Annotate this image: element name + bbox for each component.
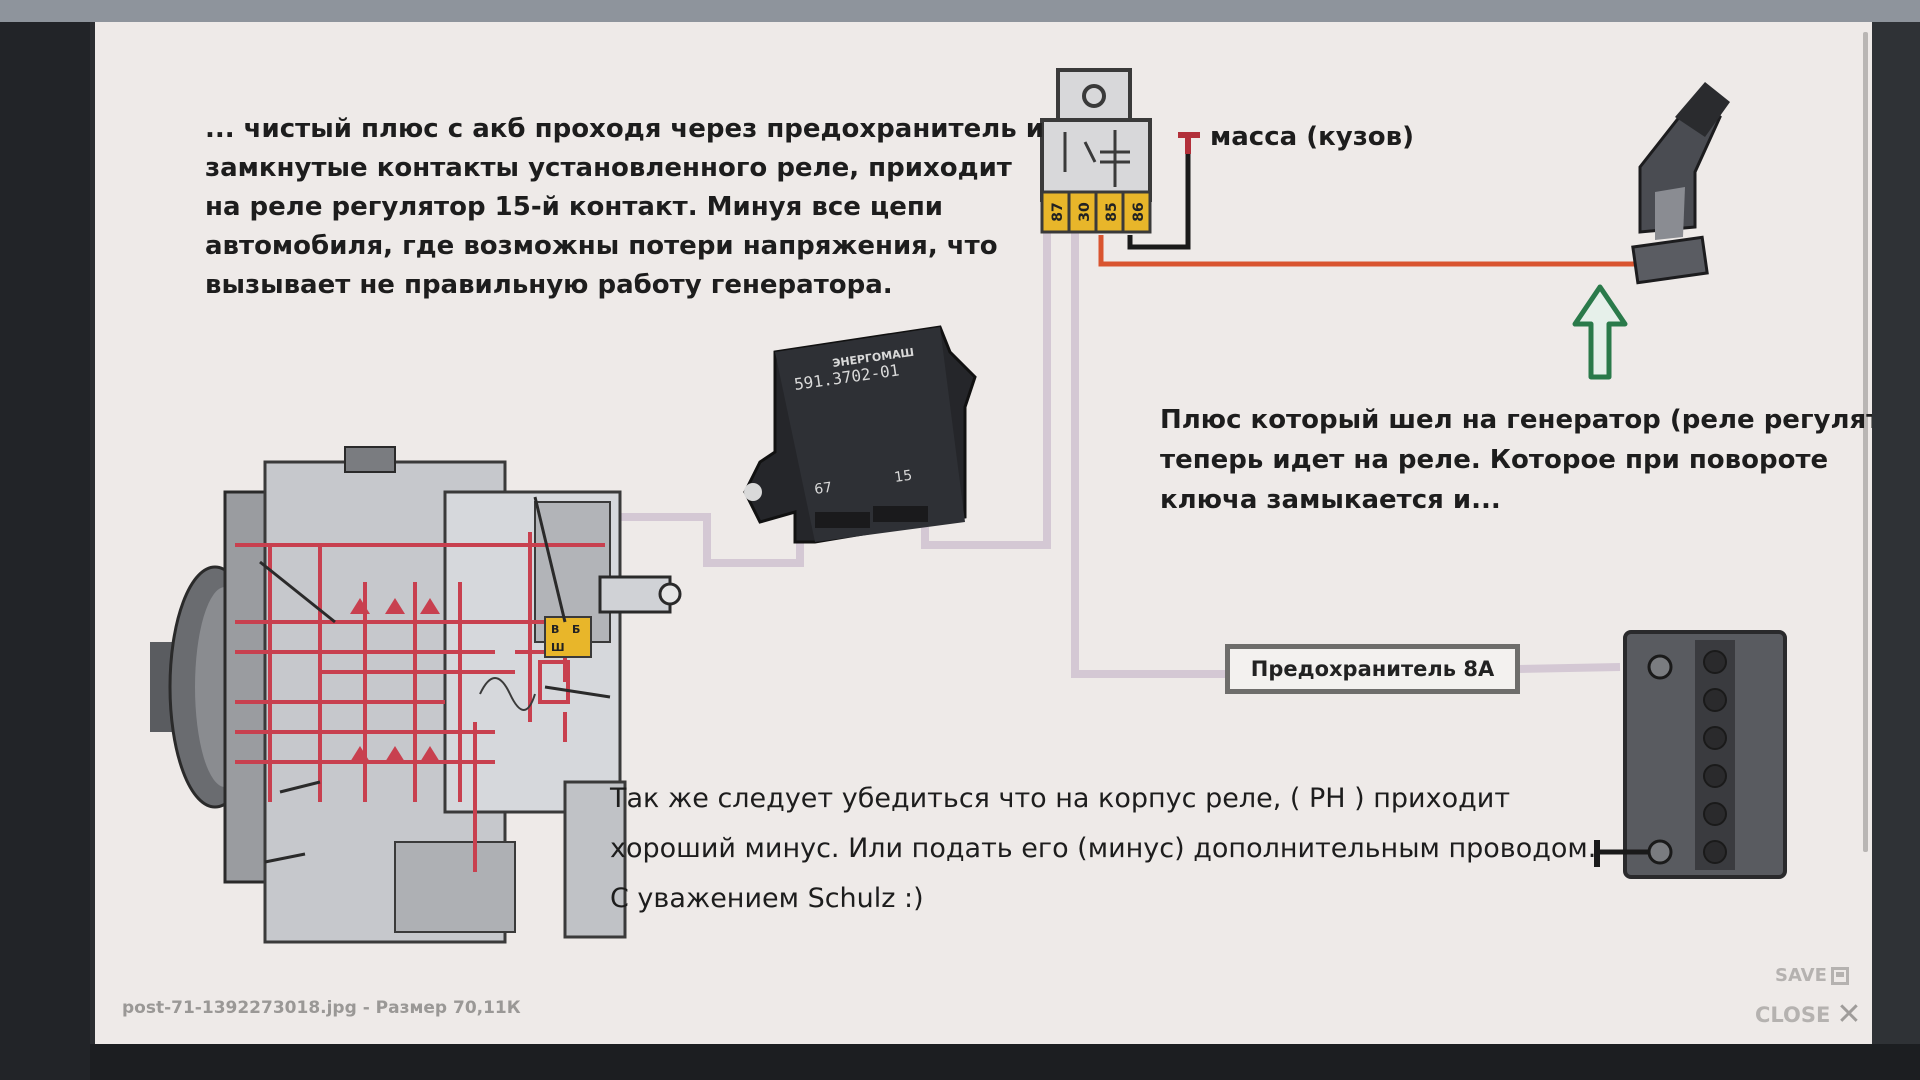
fuse-label: Предохранитель 8А: [1250, 657, 1495, 681]
voltage-regulator: ЭНЕРГОМАШ 591.3702-01 67 15: [743, 325, 977, 544]
monitor-bezel-bottom: [90, 1044, 1920, 1080]
ground-terminal-stem: [1185, 132, 1191, 154]
ignition-wire: [1098, 235, 1635, 267]
closing-paragraph: Так же следует убедиться что на корпус р…: [610, 774, 1596, 924]
wire-regulator-to-relay-87: [921, 232, 1051, 549]
relay-pin-30: 30: [1077, 202, 1093, 222]
monitor-bezel-top: [0, 0, 1920, 22]
close-button[interactable]: CLOSE ✕: [1755, 1000, 1862, 1030]
monitor-bezel-right: [1872, 22, 1920, 1080]
plus-note-line: теперь идет на реле. Которое при поворот…: [1160, 445, 1829, 475]
wire-fuse-to-battery: [1517, 663, 1621, 673]
relay: 87 30 85 86: [1040, 68, 1152, 234]
closing-line: хороший минус. Или подать его (минус) до…: [610, 833, 1597, 864]
relay-pin-85: 85: [1104, 202, 1120, 221]
closing-line: Так же следует убедиться что на корпус р…: [610, 783, 1511, 814]
alternator-terminal-block: В Б Ш: [544, 616, 592, 658]
viewer-scrollbar[interactable]: [1863, 32, 1868, 852]
intro-line: ... чистый плюс с акб проходя через пред…: [205, 114, 1044, 144]
wire-relay-30-to-fuse: [1071, 232, 1227, 678]
relay-pin-86: 86: [1131, 202, 1147, 221]
intro-paragraph: ... чистый плюс с акб проходя через пред…: [205, 110, 1044, 305]
file-caption: post-71-1392273018.jpg - Размер 70,11К: [122, 998, 521, 1018]
terminal-label-b: В: [551, 623, 559, 636]
ground-wire: [1127, 145, 1191, 250]
terminal-label-sh: Ш: [551, 641, 565, 654]
wire-regulator-to-alternator: [612, 513, 804, 567]
save-label: SAVE: [1775, 965, 1827, 986]
wiring-diagram: 87 30 85 86 ЭНЕРГОМАШ 591.3702-01 67 15: [150, 68, 1787, 944]
battery-icon: [1594, 630, 1787, 879]
fuse-box: Предохранитель 8А: [1225, 644, 1520, 694]
plus-note-line: Плюс который шел на генератор (реле регу…: [1160, 405, 1872, 435]
alternator: В Б Ш: [150, 446, 682, 944]
intro-line: замкнутые контакты установленного реле, …: [205, 153, 1012, 183]
relay-pin-87: 87: [1050, 202, 1066, 221]
closing-line: С уважением Schulz :): [610, 883, 924, 914]
green-arrow-icon: [1572, 284, 1628, 380]
diode-icons: [350, 598, 440, 762]
intro-line: автомобиля, где возможны потери напряжен…: [205, 231, 998, 261]
plus-note-line: ключа замыкается и...: [1160, 485, 1501, 515]
monitor-bezel-left: [0, 22, 90, 1080]
regulator-pin-67: 67: [813, 480, 833, 498]
terminal-label-plus: Б: [572, 623, 580, 636]
intro-line: вызывает не правильную работу генератора…: [205, 270, 893, 300]
close-icon: ✕: [1836, 997, 1862, 1032]
save-icon: [1830, 966, 1849, 985]
ignition-switch-icon: [1631, 82, 1730, 285]
image-viewer: 87 30 85 86 ЭНЕРГОМАШ 591.3702-01 67 15: [95, 22, 1872, 1044]
regulator-pin-15: 15: [893, 468, 913, 486]
plus-note-paragraph: Плюс который шел на генератор (реле регу…: [1160, 400, 1872, 520]
ground-label: масса (кузов): [1210, 122, 1415, 152]
intro-line: на реле регулятор 15-й контакт. Минуя вс…: [205, 192, 944, 222]
close-label: CLOSE: [1755, 1003, 1831, 1027]
save-button[interactable]: SAVE: [1775, 965, 1849, 986]
pale-wires: [612, 232, 1621, 678]
